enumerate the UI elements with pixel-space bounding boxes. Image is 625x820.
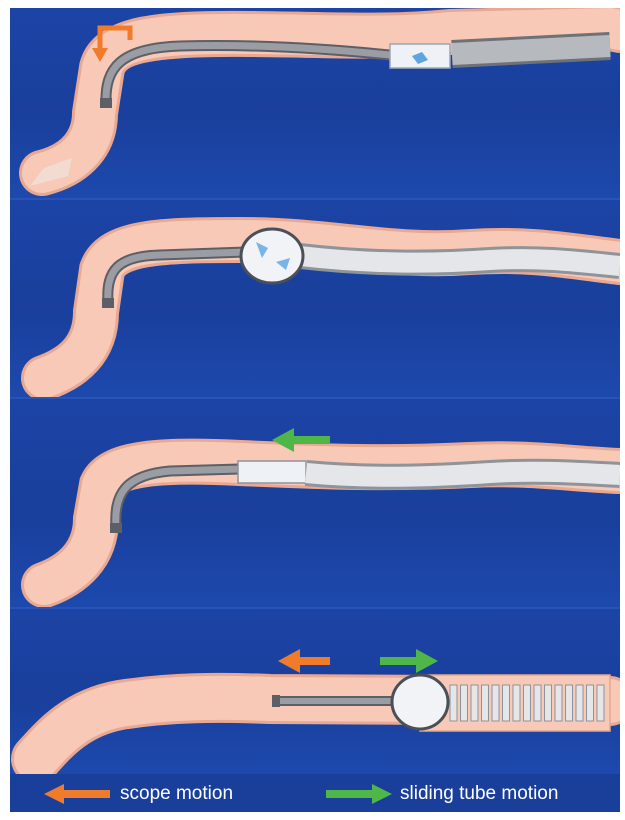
scope-motion-left-arrow <box>278 649 330 673</box>
legend: scope motion sliding tube motion <box>10 774 620 812</box>
tube-pleat <box>482 685 489 721</box>
tube-pleat <box>545 685 552 721</box>
panel-2-illustration <box>10 200 620 397</box>
tube-pleat <box>524 685 531 721</box>
tube-pleat <box>471 685 478 721</box>
panel-step-2 <box>10 200 620 397</box>
green-arrow-icon <box>322 782 394 806</box>
legend-scope-motion-label: scope motion <box>120 782 233 806</box>
panel-3-illustration <box>10 399 620 607</box>
panel-step-4 <box>10 609 620 774</box>
tube-pleat <box>513 685 520 721</box>
orange-arrow-icon <box>42 782 114 806</box>
tube-pleat <box>597 685 604 721</box>
tube-pleat <box>587 685 594 721</box>
tube-pleat <box>503 685 510 721</box>
tube-motion-right-arrow <box>380 649 438 673</box>
tube-pleat <box>555 685 562 721</box>
tube-pleat <box>492 685 499 721</box>
panel-step-1 <box>10 8 620 198</box>
panel-4-illustration <box>10 609 620 774</box>
legend-sliding-tube-motion-label: sliding tube motion <box>400 782 558 806</box>
inflated-balloon <box>241 229 303 283</box>
tube-pleat <box>566 685 573 721</box>
panel-step-3 <box>10 399 620 607</box>
tube-pleat <box>576 685 583 721</box>
tube-pleat <box>461 685 468 721</box>
inflated-balloon <box>392 675 448 729</box>
panel-1-illustration <box>10 8 620 198</box>
diagram-figure: scope motion sliding tube motion <box>10 8 620 812</box>
legend-scope-motion: scope motion <box>42 782 233 806</box>
deflated-balloon <box>238 461 306 483</box>
legend-sliding-tube-motion: sliding tube motion <box>322 782 558 806</box>
tube-pleat <box>450 685 457 721</box>
tube-pleat <box>534 685 541 721</box>
